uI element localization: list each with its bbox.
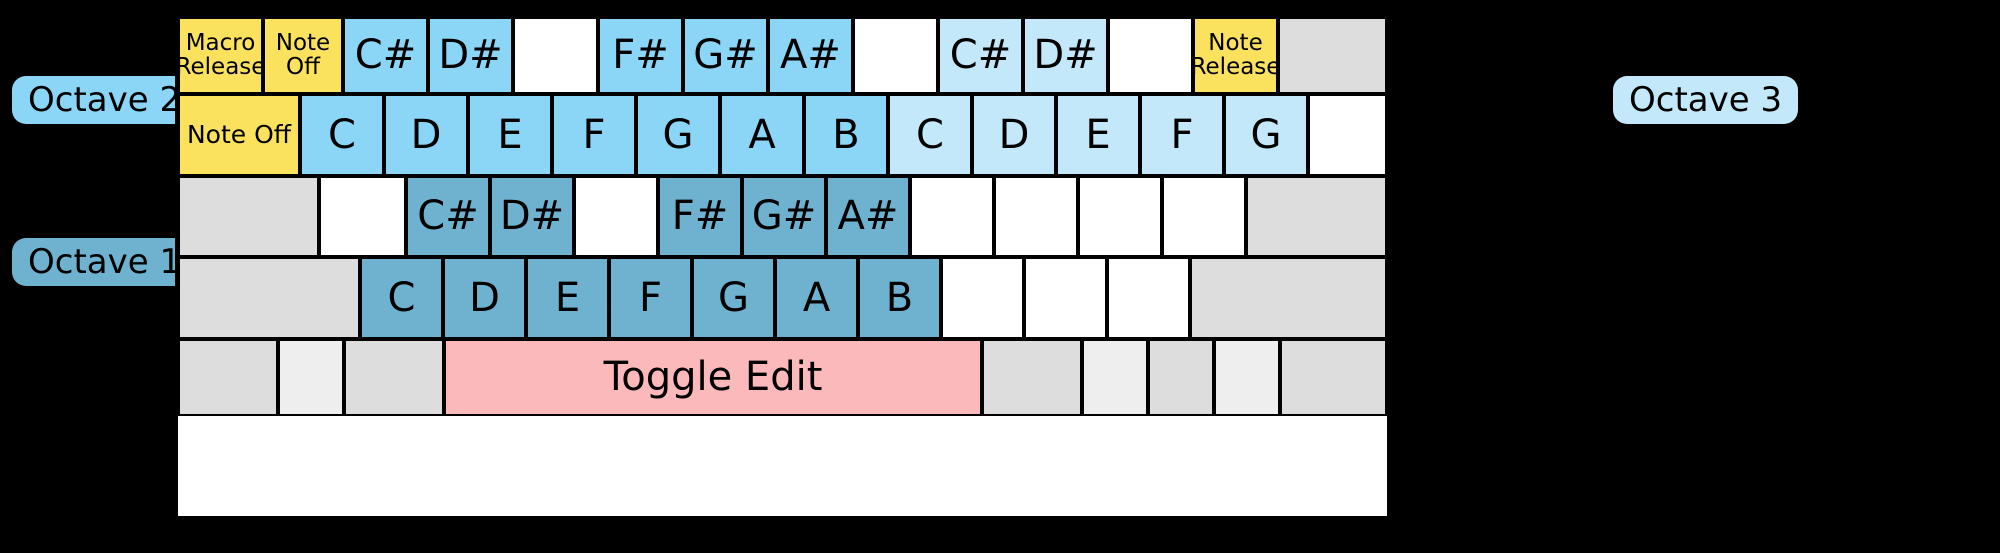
key-blank[interactable]	[1078, 176, 1162, 257]
key-blank[interactable]	[1280, 339, 1387, 416]
key-macro-release[interactable]: Macro Release	[178, 17, 263, 94]
key-blank[interactable]	[513, 17, 598, 94]
key-f[interactable]: F	[1140, 94, 1224, 176]
key-c[interactable]: C	[360, 257, 443, 339]
key-blank[interactable]	[1148, 339, 1214, 416]
key-blank[interactable]	[1024, 257, 1107, 339]
key-g[interactable]: G	[692, 257, 775, 339]
key-d[interactable]: D#	[490, 176, 574, 257]
octave-3-label: Octave 3	[1613, 76, 1799, 124]
key-note-off[interactable]: Note Off	[263, 17, 343, 94]
key-a[interactable]: A#	[768, 17, 853, 94]
key-g[interactable]: G	[636, 94, 720, 176]
key-blank[interactable]	[1162, 176, 1246, 257]
key-b[interactable]: B	[804, 94, 888, 176]
key-blank[interactable]	[1214, 339, 1280, 416]
key-d[interactable]: D	[384, 94, 468, 176]
key-blank[interactable]	[178, 176, 319, 257]
key-c[interactable]: C#	[406, 176, 490, 257]
key-a[interactable]: A	[720, 94, 804, 176]
key-blank[interactable]	[994, 176, 1078, 257]
key-blank[interactable]	[1246, 176, 1387, 257]
key-blank[interactable]	[178, 257, 360, 339]
keyboard-row-space-row: Toggle Edit	[178, 339, 1387, 416]
key-blank[interactable]	[910, 176, 994, 257]
key-f[interactable]: F#	[658, 176, 742, 257]
key-c[interactable]: C#	[343, 17, 428, 94]
key-blank[interactable]	[1308, 94, 1387, 176]
key-d[interactable]: D	[443, 257, 526, 339]
key-b[interactable]: B	[858, 257, 941, 339]
key-note-off[interactable]: Note Off	[178, 94, 300, 176]
key-c[interactable]: C	[888, 94, 972, 176]
key-f[interactable]: F	[552, 94, 636, 176]
key-a[interactable]: A	[775, 257, 858, 339]
key-blank[interactable]	[319, 176, 406, 257]
key-blank[interactable]	[1278, 17, 1387, 94]
key-d[interactable]: D#	[428, 17, 513, 94]
key-blank[interactable]	[1107, 257, 1190, 339]
key-d[interactable]: D#	[1023, 17, 1108, 94]
key-blank[interactable]	[853, 17, 938, 94]
key-c[interactable]: C	[300, 94, 384, 176]
key-toggle-edit[interactable]: Toggle Edit	[444, 339, 982, 416]
key-c[interactable]: C#	[938, 17, 1023, 94]
key-blank[interactable]	[1190, 257, 1387, 339]
key-blank[interactable]	[1082, 339, 1148, 416]
keyboard-row-a-row: C#D# F#G#A#	[178, 176, 1387, 257]
key-note-release[interactable]: Note Release	[1193, 17, 1278, 94]
key-g[interactable]: G#	[683, 17, 768, 94]
key-blank[interactable]	[1108, 17, 1193, 94]
key-blank[interactable]	[278, 339, 344, 416]
octave-1-label: Octave 1	[12, 238, 198, 286]
key-f[interactable]: F	[609, 257, 692, 339]
octave-2-label: Octave 2	[12, 76, 198, 124]
key-e[interactable]: E	[468, 94, 552, 176]
key-blank[interactable]	[178, 339, 278, 416]
key-a[interactable]: A#	[826, 176, 910, 257]
key-e[interactable]: E	[1056, 94, 1140, 176]
key-g[interactable]: G#	[742, 176, 826, 257]
key-blank[interactable]	[574, 176, 658, 257]
key-d[interactable]: D	[972, 94, 1056, 176]
key-f[interactable]: F#	[598, 17, 683, 94]
key-blank[interactable]	[941, 257, 1024, 339]
key-e[interactable]: E	[526, 257, 609, 339]
key-g[interactable]: G	[1224, 94, 1308, 176]
key-blank[interactable]	[982, 339, 1082, 416]
key-blank[interactable]	[344, 339, 444, 416]
